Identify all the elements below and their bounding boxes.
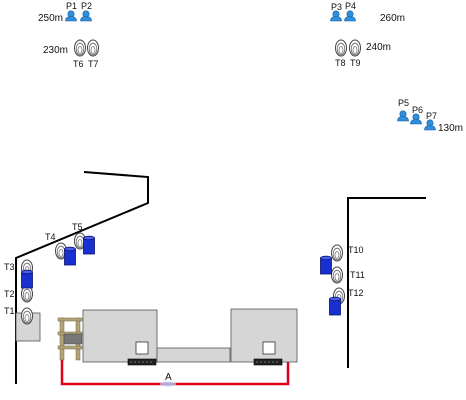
coil-icon-t11 xyxy=(331,266,343,284)
person-label-p6: P6 xyxy=(412,105,423,115)
distance-label-p5-p7: 130m xyxy=(438,123,463,134)
roller-right xyxy=(253,358,283,366)
person-icon-p6 xyxy=(410,113,422,125)
tank-label-t6: T6 xyxy=(73,59,84,69)
person-icon-p3 xyxy=(330,10,342,22)
drum-icon-t3 xyxy=(21,269,33,289)
window-right xyxy=(262,341,276,355)
person-label-p1: P1 xyxy=(66,1,77,11)
person-icon-p1 xyxy=(65,10,77,22)
right-wall xyxy=(347,197,426,368)
scaffold xyxy=(57,317,83,361)
drum-icon-t10 xyxy=(320,255,332,275)
person-icon-p2 xyxy=(80,10,92,22)
drum-icon-t4 xyxy=(64,246,76,266)
tank-label-t3: T3 xyxy=(4,262,15,272)
distance-label-p3-p4: 260m xyxy=(380,13,405,24)
tank-label-t5: T5 xyxy=(72,222,83,232)
distance-label-p1-p2: 250m xyxy=(38,13,63,24)
person-icon-p4 xyxy=(344,10,356,22)
coil-icon-t9 xyxy=(349,39,361,57)
person-label-p2: P2 xyxy=(81,1,92,11)
drum-icon-t12 xyxy=(329,296,341,316)
coil-icon-t8 xyxy=(335,39,347,57)
drum-icon-t5 xyxy=(83,235,95,255)
person-label-p7: P7 xyxy=(426,111,437,121)
tank-label-t2: T2 xyxy=(4,289,15,299)
distance-label-t6-t7: 230m xyxy=(43,45,68,56)
tank-label-t7: T7 xyxy=(88,59,99,69)
person-icon-p7 xyxy=(424,119,436,131)
coil-icon-t7 xyxy=(87,39,99,57)
person-label-p3: P3 xyxy=(331,2,342,12)
left-wall xyxy=(15,171,149,384)
tank-label-t8: T8 xyxy=(335,58,346,68)
building-connector xyxy=(156,347,231,363)
tank-label-t9: T9 xyxy=(350,58,361,68)
person-icon-p5 xyxy=(397,110,409,122)
tank-label-t10: T10 xyxy=(348,245,364,255)
coil-icon-t10 xyxy=(331,244,343,262)
tank-label-t11: T11 xyxy=(350,270,365,280)
tank-label-t4: T4 xyxy=(45,232,56,242)
coil-icon-t6 xyxy=(74,39,86,57)
tank-label-t1: T1 xyxy=(4,306,15,316)
cable-a-marker xyxy=(160,381,176,387)
tank-label-t12: T12 xyxy=(348,288,364,298)
window-left xyxy=(135,341,149,355)
person-label-p4: P4 xyxy=(345,1,356,11)
roller-left xyxy=(127,358,157,366)
coil-icon-t1 xyxy=(21,307,33,325)
distance-label-t8-t9: 240m xyxy=(366,42,391,53)
cable-a-label: A xyxy=(165,372,172,383)
person-label-p5: P5 xyxy=(398,98,409,108)
